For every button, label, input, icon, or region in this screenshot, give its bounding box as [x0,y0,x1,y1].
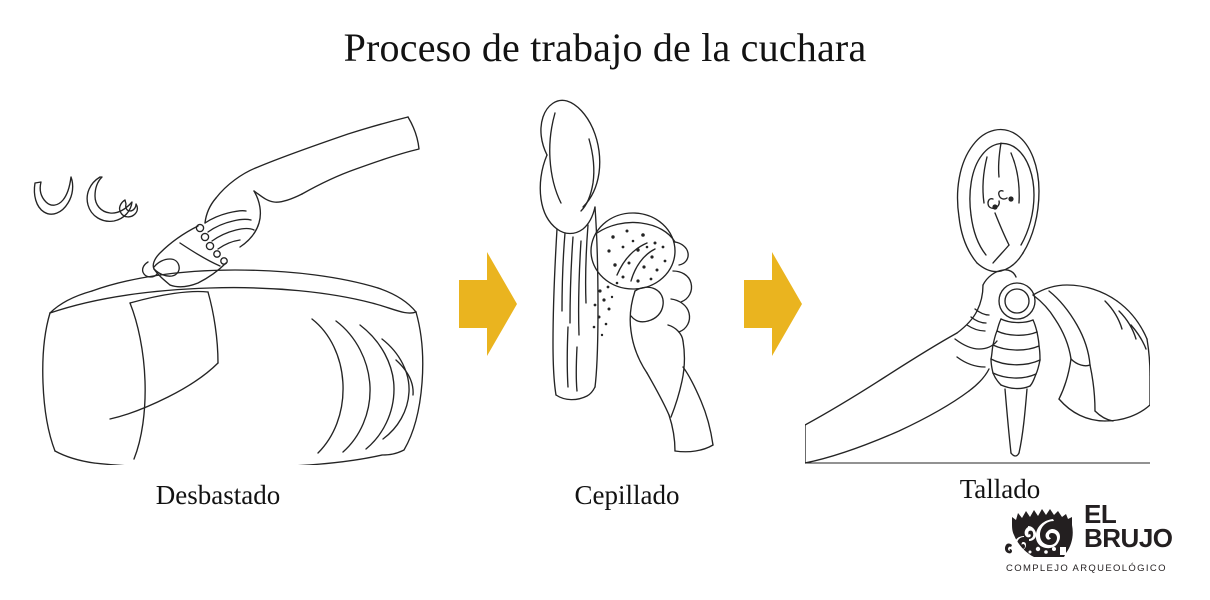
brand-word-brujo: BRUJO [1084,522,1173,553]
el-brujo-spiral-wave-mark [1004,509,1073,557]
el-brujo-wordmark: EL BRUJO [1084,499,1200,553]
step-panel-cepillado [505,95,755,465]
step-label-desbastado: Desbastado [155,480,281,510]
step-panel-desbastado [30,95,430,465]
step-panel-tallado [805,95,1150,465]
flow-arrow-2 [742,252,804,356]
hands-carving-spoon-detail-illustration [805,128,1150,464]
right-arrow-icon [459,252,517,356]
step-label-cepillado: Cepillado [574,480,680,510]
flow-arrow-1 [457,252,519,356]
brand-word-el: EL [1084,499,1117,529]
brand-tagline: COMPLEJO ARQUEOLÓGICO [1006,563,1167,574]
page-title: Proceso de trabajo de la cuchara [343,25,867,70]
hand-carving-wood-block-illustration [33,116,424,465]
hand-sanding-spoon-blank-illustration [539,99,714,453]
step-label-tallado: Tallado [959,474,1041,504]
el-brujo-logo[interactable]: EL BRUJO COMPLEJO ARQUEOLÓGICO [1004,499,1200,581]
right-arrow-icon [744,252,802,356]
